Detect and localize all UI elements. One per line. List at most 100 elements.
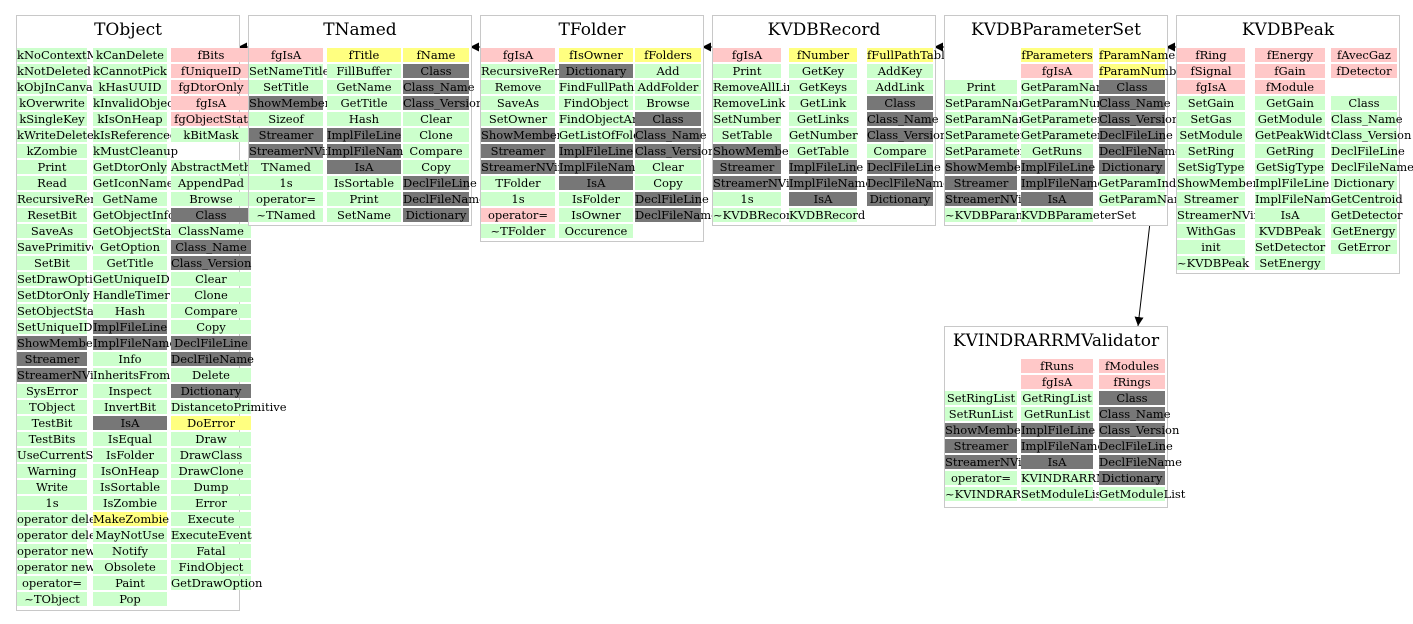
- member-issortable[interactable]: IsSortable: [327, 176, 401, 190]
- member-fruns[interactable]: fRuns: [1021, 359, 1093, 373]
- member-declfileline[interactable]: DeclFileLine: [867, 160, 941, 174]
- member-clear[interactable]: Clear: [171, 272, 251, 286]
- member-kobjincanvas[interactable]: kObjInCanvas: [17, 80, 99, 94]
- member-getdetector[interactable]: GetDetector: [1331, 208, 1403, 222]
- member-implfilename[interactable]: ImplFileName: [1021, 439, 1105, 453]
- member-notify[interactable]: Notify: [93, 544, 167, 558]
- member-findobject[interactable]: FindObject: [559, 96, 633, 110]
- member-draw[interactable]: Draw: [171, 432, 251, 446]
- member-getparamname[interactable]: GetParamName: [1021, 80, 1114, 94]
- member-setdtoronly[interactable]: SetDtorOnly: [17, 288, 90, 302]
- member-dictionary[interactable]: Dictionary: [403, 208, 469, 222]
- member-koverwrite[interactable]: kOverwrite: [17, 96, 87, 110]
- member-kvdbpeak[interactable]: KVDBPeak: [1255, 224, 1325, 238]
- member-print[interactable]: Print: [713, 64, 781, 78]
- member-getlink[interactable]: GetLink: [789, 96, 857, 110]
- member-setgas[interactable]: SetGas: [1177, 112, 1245, 126]
- member-fgisa[interactable]: fgIsA: [171, 96, 251, 110]
- member-resetbit[interactable]: ResetBit: [17, 208, 87, 222]
- member-class-name[interactable]: Class_Name: [171, 240, 251, 254]
- member-declfilename[interactable]: DeclFileName: [403, 192, 486, 206]
- member-class[interactable]: Class: [1331, 96, 1397, 110]
- member-syserror[interactable]: SysError: [17, 384, 87, 398]
- member-setnumber[interactable]: SetNumber: [713, 112, 781, 126]
- member-sizeof[interactable]: Sizeof: [249, 112, 323, 126]
- member-print[interactable]: Print: [17, 160, 87, 174]
- member-clone[interactable]: Clone: [171, 288, 251, 302]
- member-kvindrarrmvalidator[interactable]: ~KVINDRARRMValidator: [945, 487, 1095, 501]
- member-operator-new[interactable]: operator new[]: [17, 560, 105, 574]
- member-setobjectstat[interactable]: SetObjectStat: [17, 304, 99, 318]
- member-addlink[interactable]: AddLink: [867, 80, 933, 94]
- member-setmodulelist[interactable]: SetModuleList: [1021, 487, 1107, 501]
- member-browse[interactable]: Browse: [635, 96, 701, 110]
- member-getkeys[interactable]: GetKeys: [789, 80, 857, 94]
- member-copy[interactable]: Copy: [403, 160, 469, 174]
- member-clear[interactable]: Clear: [635, 160, 701, 174]
- member-streamer[interactable]: Streamer: [249, 128, 323, 142]
- member-getring[interactable]: GetRing: [1255, 144, 1325, 158]
- member-read[interactable]: Read: [17, 176, 87, 190]
- member-tobject[interactable]: ~TObject: [17, 592, 87, 606]
- member-declfileline[interactable]: DeclFileLine: [171, 336, 251, 350]
- member-getoption[interactable]: GetOption: [93, 240, 167, 254]
- member-dictionary[interactable]: Dictionary: [1331, 176, 1397, 190]
- member-compare[interactable]: Compare: [171, 304, 251, 318]
- member-getname[interactable]: GetName: [327, 80, 401, 94]
- member-removealllinks[interactable]: RemoveAllLinks: [713, 80, 807, 94]
- member-issortable[interactable]: IsSortable: [93, 480, 167, 494]
- member-declfileline[interactable]: DeclFileLine: [1099, 439, 1173, 453]
- member-kinvalidobject[interactable]: kInvalidObject: [93, 96, 179, 110]
- member-isa[interactable]: IsA: [559, 176, 633, 190]
- member-testbit[interactable]: TestBit: [17, 416, 87, 430]
- member-fring[interactable]: fRing: [1177, 48, 1245, 62]
- member-implfileline[interactable]: ImplFileLine: [789, 160, 864, 174]
- member-getnumber[interactable]: GetNumber: [789, 128, 858, 142]
- member-ksinglekey[interactable]: kSingleKey: [17, 112, 87, 126]
- member-paint[interactable]: Paint: [93, 576, 167, 590]
- member-warning[interactable]: Warning: [17, 464, 87, 478]
- member-declfilename[interactable]: DeclFileName: [867, 176, 950, 190]
- member-khasuuid[interactable]: kHasUUID: [93, 80, 167, 94]
- member-class-version[interactable]: Class_Version: [635, 144, 716, 158]
- member-showmembers[interactable]: ShowMembers: [713, 144, 801, 158]
- member-class[interactable]: Class: [403, 64, 469, 78]
- member-kvdbpeak[interactable]: ~KVDBPeak: [1177, 256, 1250, 270]
- member-streamernvirtual[interactable]: StreamerNVirtual: [17, 368, 122, 382]
- member-class-version[interactable]: Class_Version: [1099, 423, 1180, 437]
- member-invertbit[interactable]: InvertBit: [93, 400, 167, 414]
- member-handletimer[interactable]: HandleTimer: [93, 288, 170, 302]
- member-setringlist[interactable]: SetRingList: [945, 391, 1017, 405]
- member-setparamnames[interactable]: SetParamNames: [945, 112, 1043, 126]
- member-declfilename[interactable]: DeclFileName: [635, 208, 718, 222]
- member-fillbuffer[interactable]: FillBuffer: [327, 64, 401, 78]
- member-getobjectstat[interactable]: GetObjectStat: [93, 224, 176, 238]
- member-getuniqueid[interactable]: GetUniqueID: [93, 272, 170, 286]
- member-browse[interactable]: Browse: [171, 192, 251, 206]
- member-abstractmethod[interactable]: AbstractMethod: [171, 160, 266, 174]
- member-operator-delete[interactable]: operator delete: [17, 512, 108, 526]
- member-iszombie[interactable]: IsZombie: [93, 496, 167, 510]
- member-operator-new[interactable]: operator new: [17, 544, 96, 558]
- member-kvindrarrmvalidator[interactable]: KVINDRARRMValidator: [1021, 471, 1161, 485]
- member-1s[interactable]: 1s: [249, 176, 323, 190]
- member-compare[interactable]: Compare: [403, 144, 469, 158]
- member-kisonheap[interactable]: kIsOnHeap: [93, 112, 167, 126]
- member-fnumber[interactable]: fNumber: [789, 48, 857, 62]
- member-implfileline[interactable]: ImplFileLine: [93, 320, 168, 334]
- member-frings[interactable]: fRings: [1099, 375, 1165, 389]
- member-settitle[interactable]: SetTitle: [249, 80, 323, 94]
- member-getdrawoption[interactable]: GetDrawOption: [171, 576, 263, 590]
- member-setgain[interactable]: SetGain: [1177, 96, 1245, 110]
- member-operator[interactable]: operator=: [945, 471, 1017, 485]
- member-ftitle[interactable]: fTitle: [327, 48, 401, 62]
- member-getparamindex[interactable]: GetParamIndex: [1099, 176, 1190, 190]
- member-clear[interactable]: Clear: [403, 112, 469, 126]
- member-add[interactable]: Add: [635, 64, 701, 78]
- member-execute[interactable]: Execute: [171, 512, 251, 526]
- member-class-name[interactable]: Class_Name: [867, 112, 939, 126]
- member-usecurrentstyle[interactable]: UseCurrentStyle: [17, 448, 115, 462]
- member-streamernvirtual[interactable]: StreamerNVirtual: [249, 144, 354, 158]
- member-setenergy[interactable]: SetEnergy: [1255, 256, 1325, 270]
- member-class[interactable]: Class: [635, 112, 701, 126]
